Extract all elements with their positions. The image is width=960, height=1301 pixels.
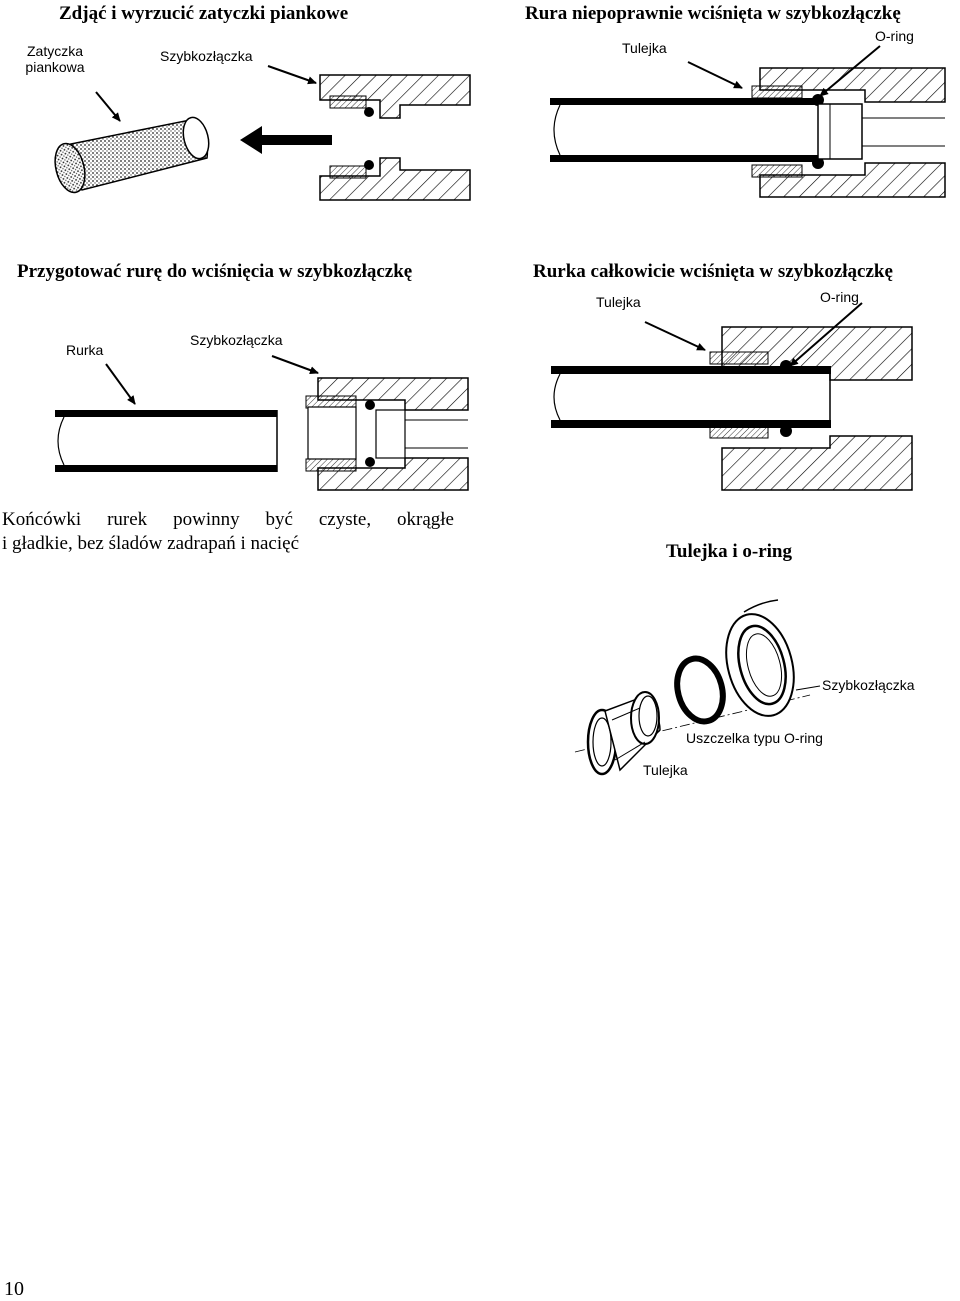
pipe [551,366,831,428]
pipe-label: Rurka [66,342,104,358]
panel-full-insert-title: Rurka całkowicie wciśnięta w szybkozłącz… [533,261,893,282]
fitting-label: Szybkozłączka [160,48,253,64]
page-number: 10 [4,1278,24,1300]
panel-wrong-insert-title: Rura niepoprawnie wciśnięta w szybkozłąc… [525,3,901,24]
pipe [550,98,945,162]
pipe-ends-line2: i gładkie, bez śladów zadrapań i nacięć [2,533,299,554]
sleeve-label: Tulejka [643,762,688,778]
pipe-ends-line1: Końcówki rurek powinny być czyste, okrąg… [2,509,454,530]
sleeve-label: Tulejka [596,294,641,310]
oring-label: Uszczelka typu O-ring [686,730,823,746]
panel-exploded-title: Tulejka i o-ring [666,541,792,562]
fitting-body [305,377,469,491]
sleeve-illustration [586,691,661,776]
foam-plug-label: Zatyczka piankowa [25,43,85,76]
pipe-ends-note: Końcówki rurek powinny być czyste, okrąg… [2,508,454,556]
fitting-label: Szybkozłączka [190,332,283,348]
oring-label: O-ring [875,28,914,44]
fitting-body [751,67,946,198]
fitting-label: Szybkozłączka [822,677,915,693]
pipe [55,410,278,472]
fitting-body [319,74,471,201]
foam-plug-illustration [54,116,210,194]
sleeve-label: Tulejka [622,40,667,56]
panel-prepare-title: Przygotować rurę do wciśnięcia w szybkoz… [17,261,413,282]
fitting-illustration [725,599,795,717]
oring-illustration [674,655,726,725]
panel-remove-plugs-title: Zdjąć i wyrzucić zatyczki piankowe [59,3,349,24]
oring-label: O-ring [820,289,859,305]
